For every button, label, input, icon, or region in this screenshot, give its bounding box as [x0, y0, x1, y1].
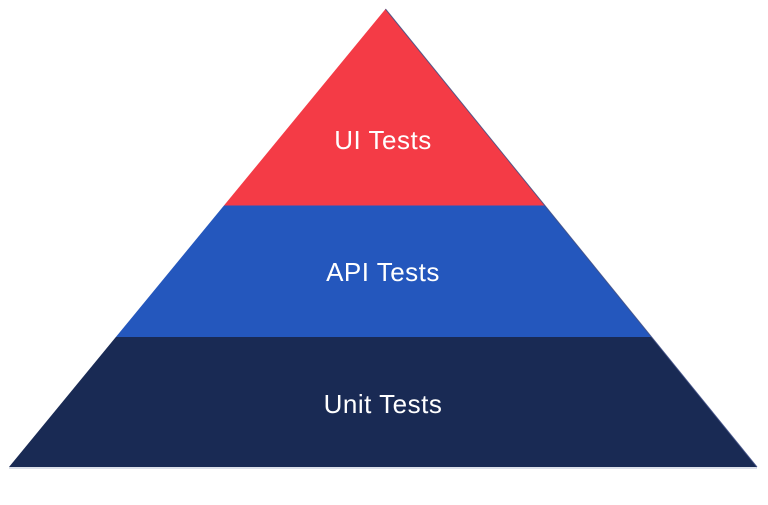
unit-tests-label: Unit Tests [324, 389, 443, 419]
api-tests-layer [115, 205, 652, 337]
pyramid-right-edge-outline [385, 8, 758, 468]
api-tests-label: API Tests [326, 257, 440, 287]
ui-tests-label: UI Tests [334, 125, 431, 155]
unit-tests-layer [9, 337, 757, 467]
ui-tests-layer [223, 9, 545, 206]
